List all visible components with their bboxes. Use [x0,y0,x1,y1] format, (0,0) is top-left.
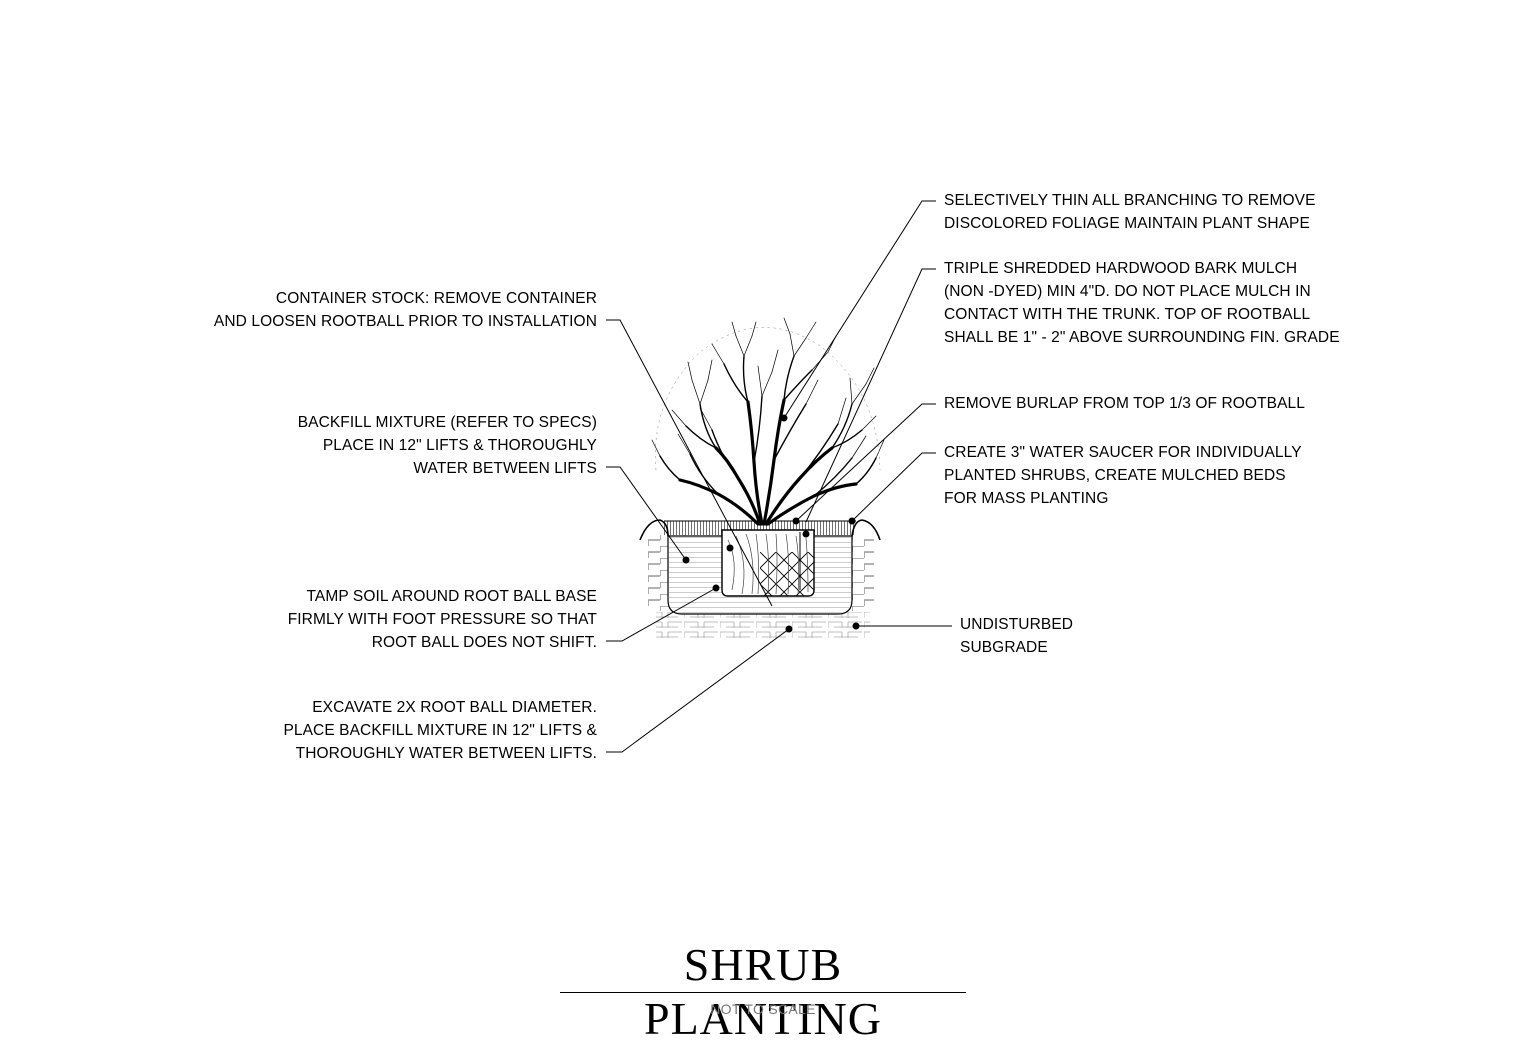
leader-lines-right [783,200,952,627]
callout-line: EXCAVATE 2X ROOT BALL DIAMETER. [312,699,597,716]
callout-excavate: EXCAVATE 2X ROOT BALL DIAMETER. PLACE BA… [283,696,597,765]
root-ball [721,529,815,597]
callout-line: PLANTED SHRUBS, CREATE MULCHED BEDS [944,467,1286,484]
callout-line: PLACE BACKFILL MIXTURE IN 12" LIFTS & [283,722,597,739]
water-saucer-berms [639,519,881,541]
callout-line: SHALL BE 1" - 2" ABOVE SURROUNDING FIN. … [944,329,1340,346]
scale-note: NOT TO SCALE [710,1001,816,1017]
callout-line: DISCOLORED FOLIAGE MAINTAIN PLANT SHAPE [944,215,1310,232]
callout-line: FOR MASS PLANTING [944,490,1109,507]
callout-line: BACKFILL MIXTURE (REFER TO SPECS) [297,414,597,431]
callout-undisturbed-subgrade: UNDISTURBED SUBGRADE [960,613,1073,659]
callout-remove-burlap: REMOVE BURLAP FROM TOP 1/3 OF ROOTBALL [944,392,1305,415]
callout-line: TAMP SOIL AROUND ROOT BALL BASE [306,588,597,605]
callout-tamp-soil: TAMP SOIL AROUND ROOT BALL BASE FIRMLY W… [288,585,597,654]
callout-line: SELECTIVELY THIN ALL BRANCHING TO REMOVE [944,192,1316,209]
callout-line: AND LOOSEN ROOTBALL PRIOR TO INSTALLATIO… [213,313,597,330]
callout-line: UNDISTURBED [960,616,1074,633]
callout-line: CONTACT WITH THE TRUNK. TOP OF ROOTBALL [944,306,1311,323]
callout-line: CONTAINER STOCK: REMOVE CONTAINER [275,290,597,307]
callout-backfill-mixture: BACKFILL MIXTURE (REFER TO SPECS) PLACE … [298,411,597,480]
leader-dots [682,414,860,633]
callout-line: SUBGRADE [960,639,1048,656]
callout-line: REMOVE BURLAP FROM TOP 1/3 OF ROOTBALL [944,395,1305,412]
callout-line: WATER BETWEEN LIFTS [413,460,597,477]
callout-line: PLACE IN 12" LIFTS & THOROUGHLY [322,437,597,454]
callout-line: THOROUGHLY WATER BETWEEN LIFTS. [295,745,597,762]
callout-line: ROOT BALL DOES NOT SHIFT. [371,634,597,651]
leader-lines-left [606,319,790,753]
callout-line: (NON -DYED) MIN 4"D. DO NOT PLACE MULCH … [944,283,1311,300]
shrub-branches [651,317,885,526]
callout-line: CREATE 3" WATER SAUCER FOR INDIVIDUALLY [944,444,1302,461]
callout-water-saucer: CREATE 3" WATER SAUCER FOR INDIVIDUALLY … [944,441,1302,510]
callout-bark-mulch: TRIPLE SHREDDED HARDWOOD BARK MULCH (NON… [944,257,1340,349]
callout-container-stock: CONTAINER STOCK: REMOVE CONTAINER AND LO… [214,287,597,333]
callout-line: FIRMLY WITH FOOT PRESSURE SO THAT [287,611,597,628]
callout-line: TRIPLE SHREDDED HARDWOOD BARK MULCH [944,260,1298,277]
callout-thin-branching: SELECTIVELY THIN ALL BRANCHING TO REMOVE… [944,189,1316,235]
title-underline [560,992,966,993]
